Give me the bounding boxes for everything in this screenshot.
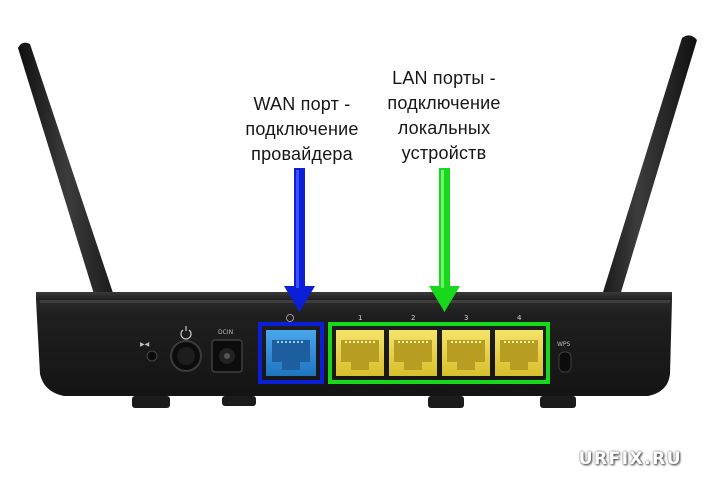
lan-port-number-1: 1: [358, 314, 362, 322]
lan-port-3: [442, 330, 490, 376]
wan-port: [258, 314, 324, 384]
power-button: [170, 326, 202, 372]
dc-label: DCIN: [218, 329, 233, 336]
lan-annotation-line: LAN порты -: [392, 68, 496, 88]
wan-annotation: WAN порт - подключение провайдера: [224, 92, 380, 167]
reset-label: ▶◀: [140, 341, 150, 348]
power-icon: [180, 326, 192, 340]
globe-icon: [286, 314, 294, 322]
lan-port-4: [495, 330, 543, 376]
lan-port-2: [389, 330, 437, 376]
wan-arrow: [284, 168, 315, 312]
lan-port-number-4: 4: [517, 314, 522, 322]
lan-port-number-2: 2: [411, 314, 415, 322]
wan-annotation-line: провайдера: [251, 144, 353, 164]
reset-button: ▶◀: [140, 341, 158, 362]
lan-port-number-3: 3: [464, 314, 468, 322]
dc-in-port: DCIN: [211, 329, 243, 373]
wan-annotation-line: WAN порт -: [253, 94, 351, 114]
lan-ports: 1 2 3 4: [328, 314, 550, 384]
wps-label: WPS: [557, 341, 571, 348]
watermark: URFIX.RU: [578, 449, 682, 469]
wan-annotation-line: подключение: [245, 119, 359, 139]
lan-annotation-line: локальных: [397, 118, 491, 138]
lan-annotation-line: подключение: [387, 93, 501, 113]
wps-button: WPS: [557, 341, 572, 373]
lan-port-1: [336, 330, 384, 376]
lan-annotation-line: устройств: [401, 143, 487, 163]
lan-arrow: [429, 168, 460, 312]
lan-annotation: LAN порты - подключение локальных устрой…: [362, 66, 526, 166]
